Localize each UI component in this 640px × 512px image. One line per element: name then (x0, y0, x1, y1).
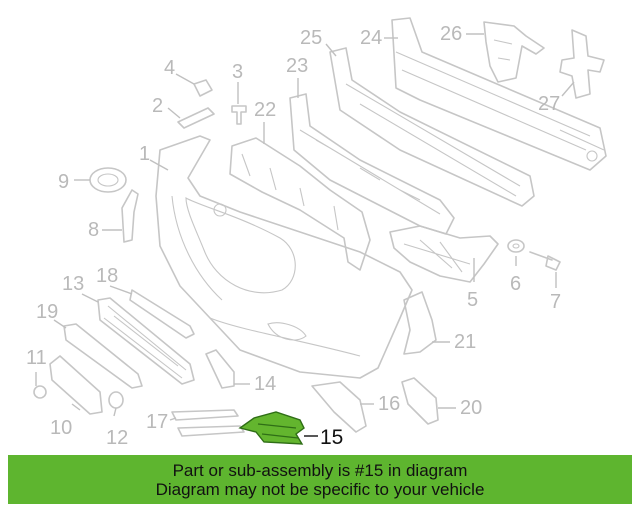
part-13-lower-grille (97, 297, 195, 385)
callout-18: 18 (96, 265, 118, 287)
part-18-trim-strip (129, 289, 195, 339)
callout-7: 7 (550, 291, 561, 313)
part-27-bracket (559, 29, 605, 99)
part-12-clip (108, 391, 124, 409)
callout-16: 16 (378, 393, 400, 415)
part-4-clip (193, 79, 213, 97)
callout-20: 20 (460, 397, 482, 419)
callout-5: 5 (467, 289, 478, 311)
part-10-license-bracket (49, 355, 103, 415)
callout-26: 26 (440, 23, 462, 45)
part-2-trim-strip (177, 107, 215, 129)
banner-line-part-info: Part or sub-assembly is #15 in diagram (172, 461, 468, 480)
part-9-emblem (89, 167, 127, 193)
part-19-trim-strip (63, 323, 143, 389)
part-3-bolt (231, 105, 247, 125)
part-26-bracket (483, 21, 545, 83)
part-16-cover (311, 381, 367, 433)
part-22-upper-support (229, 137, 371, 271)
part-17-trim-strips (171, 409, 245, 437)
callout-15-highlighted: 15 (320, 426, 343, 449)
callout-1: 1 (139, 143, 150, 165)
part-23-absorber (289, 93, 455, 235)
info-banner: Part or sub-assembly is #15 in diagram D… (8, 455, 632, 504)
part-7-bolt (529, 251, 561, 271)
callout-22: 22 (254, 99, 276, 121)
part-1-bumper-cover (155, 135, 413, 379)
part-8-bracket (121, 189, 139, 243)
callout-23: 23 (286, 55, 308, 77)
callout-8: 8 (88, 219, 99, 241)
callout-10: 10 (50, 417, 72, 439)
callout-13: 13 (62, 273, 84, 295)
callout-14: 14 (254, 373, 276, 395)
callout-leaders (35, 33, 575, 437)
callout-9: 9 (58, 171, 69, 193)
banner-line-disclaimer: Diagram may not be specific to your vehi… (155, 480, 485, 499)
part-25-energy-absorber (329, 47, 535, 207)
callout-17: 17 (146, 411, 168, 433)
part-20-cover (401, 377, 439, 425)
callout-6: 6 (510, 273, 521, 295)
part-21-bracket (403, 291, 437, 355)
part-15-highlighted (238, 411, 305, 445)
callout-27: 27 (538, 93, 560, 115)
callout-25: 25 (300, 27, 322, 49)
callout-11: 11 (26, 347, 47, 369)
part-6-nut (507, 239, 525, 253)
part-5-side-grille (389, 225, 499, 283)
callout-2: 2 (152, 95, 163, 117)
callout-3: 3 (232, 61, 243, 83)
callout-4: 4 (164, 57, 175, 79)
callout-24: 24 (360, 27, 382, 49)
part-11-clip (33, 385, 47, 399)
callout-12: 12 (106, 427, 128, 449)
callout-19: 19 (36, 301, 58, 323)
part-24-reinforcement-bar (391, 17, 607, 171)
bumper-parts-diagram: 1 2 3 4 5 6 7 8 9 10 11 12 13 14 16 17 1… (26, 17, 607, 449)
part-14-bracket (205, 349, 235, 389)
callout-21: 21 (454, 331, 476, 353)
